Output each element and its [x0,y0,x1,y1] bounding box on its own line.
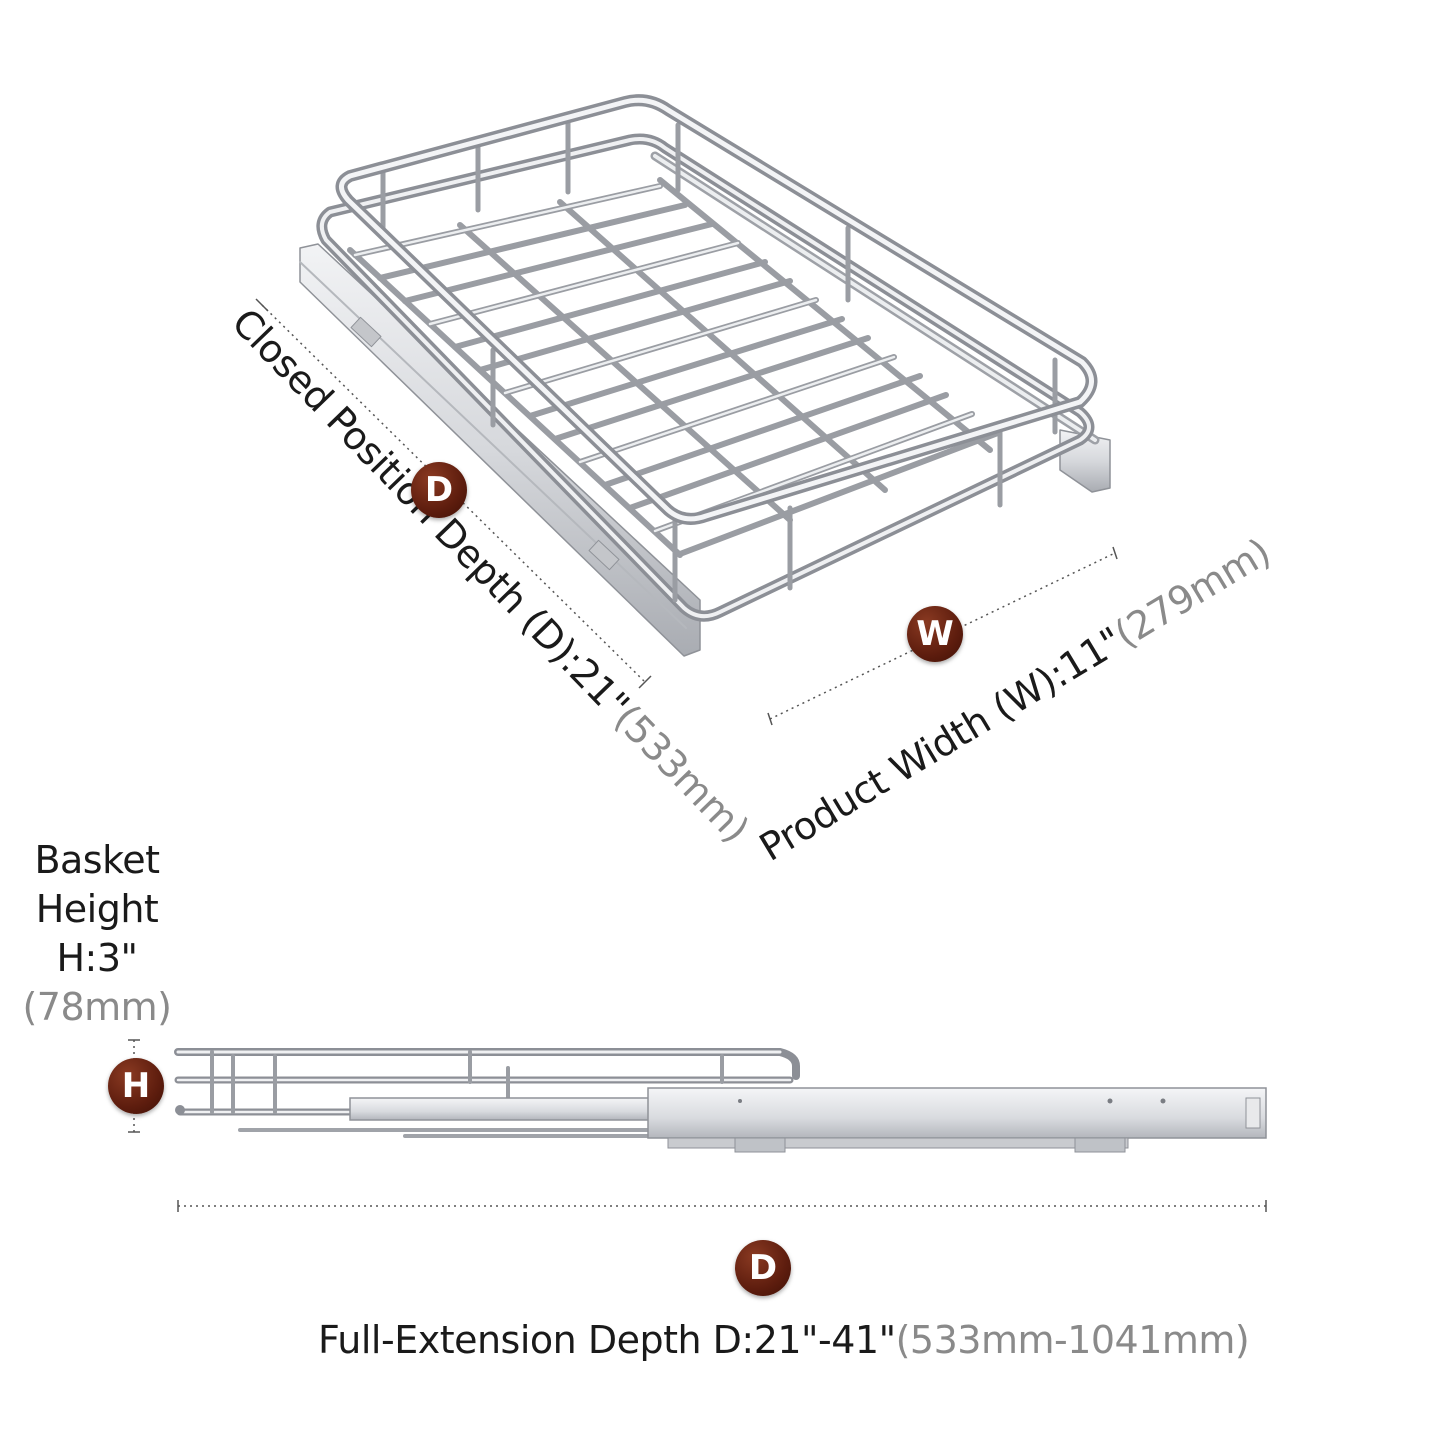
height-metric: (78mm) [22,985,172,1029]
basket-posts [380,119,1058,603]
depth-badge-letter: D [424,470,454,510]
full-extension-dimension-line [177,1200,1267,1212]
depth-badge-icon: D [411,462,467,518]
height-dimension-line [128,1039,140,1133]
full-extension-text: Full-Extension Depth D:21"-41" [318,1318,896,1362]
outer-slide-rail [647,1087,1267,1139]
full-depth-badge-letter: D [748,1248,778,1288]
basket-side-view [174,1048,1267,1153]
closed-depth-dimension-line [255,298,652,689]
height-label: Basket Height H:3" (78mm) [22,836,172,1032]
height-line-3: H:3" [56,936,138,980]
inner-slide-rail [349,1097,651,1121]
height-badge-letter: H [121,1066,151,1106]
height-badge-icon: H [108,1058,164,1114]
width-badge-icon: W [907,606,963,662]
basket-top-view [299,94,1111,657]
full-extension-metric: (533mm-1041mm) [895,1318,1250,1362]
width-badge-letter: W [916,614,954,654]
height-line-1: Basket [34,838,160,882]
height-line-2: Height [35,887,159,931]
full-depth-badge-icon: D [735,1240,791,1296]
full-extension-label: Full-Extension Depth D:21"-41"(533mm-104… [318,1318,1250,1362]
width-dimension-line [767,546,1118,726]
